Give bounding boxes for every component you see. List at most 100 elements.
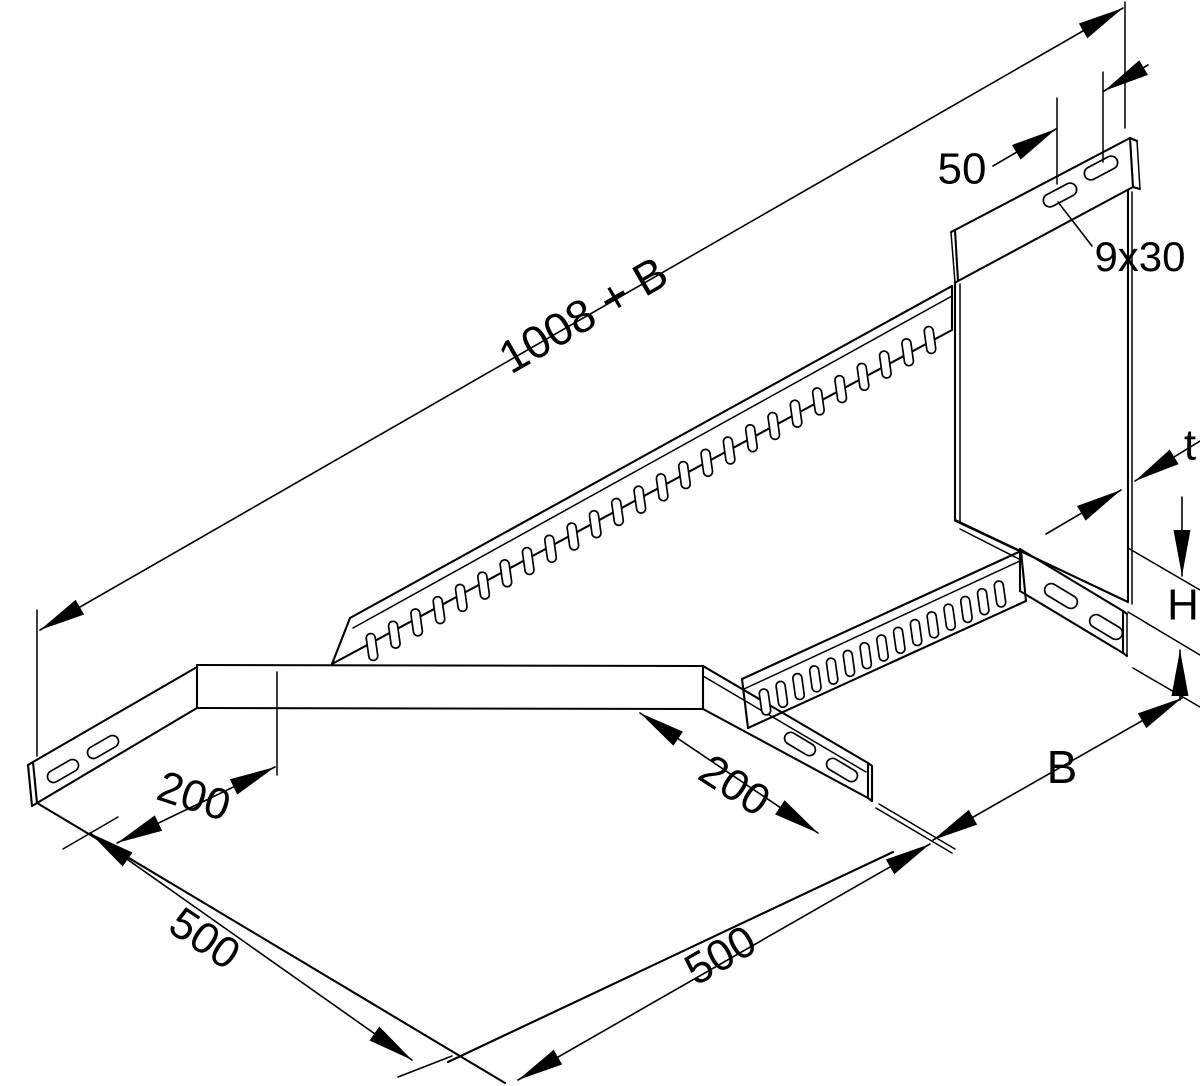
dimension-arrowhead xyxy=(229,767,275,795)
dimension-arrowhead xyxy=(640,713,683,746)
dimension-arrowhead xyxy=(775,800,818,833)
slot-hole xyxy=(901,338,915,367)
dimension-arrowhead xyxy=(1077,490,1121,521)
slot-hole xyxy=(926,611,940,639)
slot-hole xyxy=(588,509,602,539)
dim-label-slot-size-9x30: 9x30 xyxy=(1094,233,1185,280)
dim-label-width-b: B xyxy=(1047,741,1078,793)
slot-hole xyxy=(633,485,647,514)
slot-hole xyxy=(859,641,873,670)
edge-line xyxy=(866,761,874,768)
dim-label-slot-spacing-50: 50 xyxy=(938,145,987,194)
dimension-graphics xyxy=(36,1,1200,1081)
slot-hole xyxy=(856,362,870,392)
left-attachment-flange xyxy=(26,663,199,808)
edge-line xyxy=(743,559,1023,690)
dimension-arrowhead xyxy=(1173,530,1191,576)
slot-hole xyxy=(825,657,839,685)
edge-line xyxy=(397,1055,453,1078)
edge-line xyxy=(31,665,199,764)
edge-line xyxy=(740,549,1023,681)
edge-line xyxy=(949,228,957,234)
slot-hole xyxy=(783,731,817,757)
slot-hole xyxy=(789,399,803,428)
edge-line xyxy=(446,850,895,1064)
edge-line xyxy=(1136,140,1141,190)
dimension-arrowhead xyxy=(1137,698,1182,729)
slot-hole xyxy=(878,350,892,379)
edge-line xyxy=(35,706,199,805)
slot-hole xyxy=(1083,155,1119,181)
slot-hole xyxy=(892,626,906,655)
branch-left-flange xyxy=(701,664,874,803)
slot-hole xyxy=(365,632,379,662)
slot-hole xyxy=(410,608,424,637)
dimension-arrowhead xyxy=(90,833,133,867)
dimension-arrowhead xyxy=(40,599,85,630)
edge-line xyxy=(740,677,750,730)
slot-hole xyxy=(808,665,822,693)
corner-rail-left xyxy=(195,663,705,711)
slot-hole xyxy=(677,460,692,490)
edge-line xyxy=(26,763,34,808)
edge-line xyxy=(31,760,39,805)
dim-label-thickness-t: t xyxy=(1184,421,1196,470)
slot-hole xyxy=(959,595,973,624)
slot-hole xyxy=(976,587,990,616)
slot-hole xyxy=(758,688,772,716)
slot-hole xyxy=(1088,613,1124,641)
edge-line xyxy=(1121,609,1129,616)
slot-hole xyxy=(700,448,714,478)
slot-hole xyxy=(454,583,468,613)
edge-line xyxy=(954,520,1022,553)
slot-hole xyxy=(543,534,558,564)
edge-line xyxy=(39,7,1124,631)
slot-hole xyxy=(909,618,923,647)
dim-label-overall-length: 1008 + B xyxy=(490,246,677,384)
slot-hole xyxy=(842,649,856,678)
slot-hole xyxy=(86,734,120,760)
edge-line xyxy=(701,707,870,800)
slot-hole xyxy=(767,411,781,441)
slot-hole xyxy=(1042,182,1078,208)
slot-hole xyxy=(432,595,446,625)
dim-label-height-h: H xyxy=(1167,581,1199,630)
dimension-arrowhead xyxy=(885,844,930,875)
edge-line xyxy=(932,697,1183,841)
edge-line xyxy=(89,832,413,1061)
edge-line xyxy=(1127,611,1200,656)
edge-line xyxy=(866,796,874,803)
edge-line xyxy=(1131,185,1142,191)
edge-line xyxy=(348,284,954,620)
edge-line xyxy=(959,528,1020,560)
dimension-arrowhead xyxy=(1135,449,1179,481)
edge-line xyxy=(1121,651,1129,658)
slot-hole xyxy=(610,497,625,527)
slot-hole xyxy=(825,757,859,783)
slot-hole xyxy=(792,672,806,701)
slot-hole xyxy=(499,559,513,588)
edge-line xyxy=(330,616,352,666)
slot-hole xyxy=(655,473,669,502)
edge-line xyxy=(195,706,705,711)
edge-line xyxy=(950,231,956,284)
edge-line xyxy=(1057,201,1093,247)
slot-hole xyxy=(775,680,789,709)
edge-line xyxy=(1128,136,1135,189)
slot-hole xyxy=(811,387,826,416)
edge-line xyxy=(701,664,870,765)
slot-hole xyxy=(722,436,736,465)
edge-line xyxy=(1018,547,1125,613)
dim-label-side-left-500: 500 xyxy=(160,898,248,980)
edge-line xyxy=(878,803,956,850)
dimension-arrowhead xyxy=(1104,60,1148,91)
edge-line xyxy=(352,295,953,629)
slot-hole xyxy=(875,634,890,662)
edge-line xyxy=(26,760,35,767)
edge-line xyxy=(1128,136,1139,143)
edge-line xyxy=(953,228,960,283)
tray-body xyxy=(26,136,1142,1085)
slot-hole xyxy=(476,571,491,600)
